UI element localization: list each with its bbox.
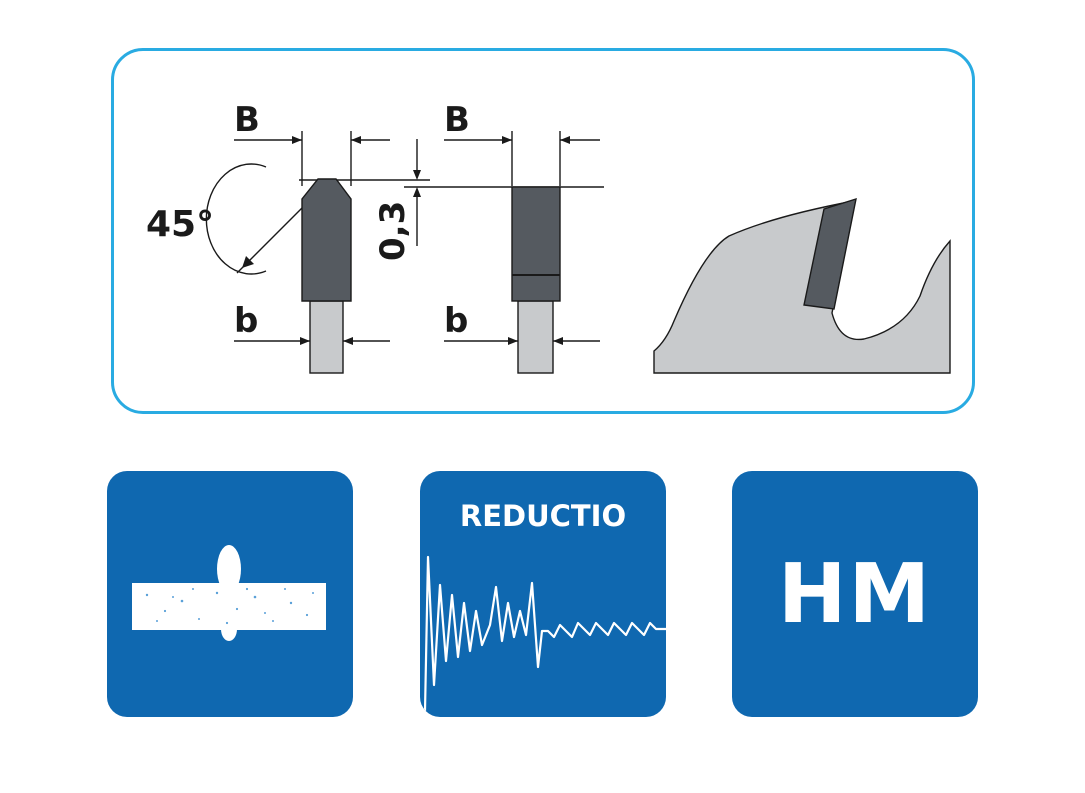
tooth-geometry-panel: B B b b 45° 0,3	[111, 48, 975, 414]
vibration-damping-icon	[423, 555, 666, 712]
saw-blade-icon	[653, 200, 951, 374]
reductio-title: REDUCTIO	[459, 499, 627, 533]
tooth-geometry-drawing: B B b b 45° 0,3	[146, 100, 951, 374]
board-cut-icon	[132, 545, 326, 641]
right-body-label: b	[444, 301, 468, 341]
chamfer-label: 0,3	[373, 201, 413, 261]
angle-label: 45°	[146, 204, 214, 245]
material-label: HM	[777, 546, 933, 642]
material-tile: HM	[732, 471, 978, 717]
left-body-label: b	[234, 301, 258, 341]
cut-quality-tile	[107, 471, 353, 717]
carbide-tip-icon	[803, 197, 857, 310]
reductio-tile: REDUCTIO	[420, 471, 666, 717]
left-width-label: B	[234, 100, 260, 140]
right-width-label: B	[444, 100, 470, 140]
